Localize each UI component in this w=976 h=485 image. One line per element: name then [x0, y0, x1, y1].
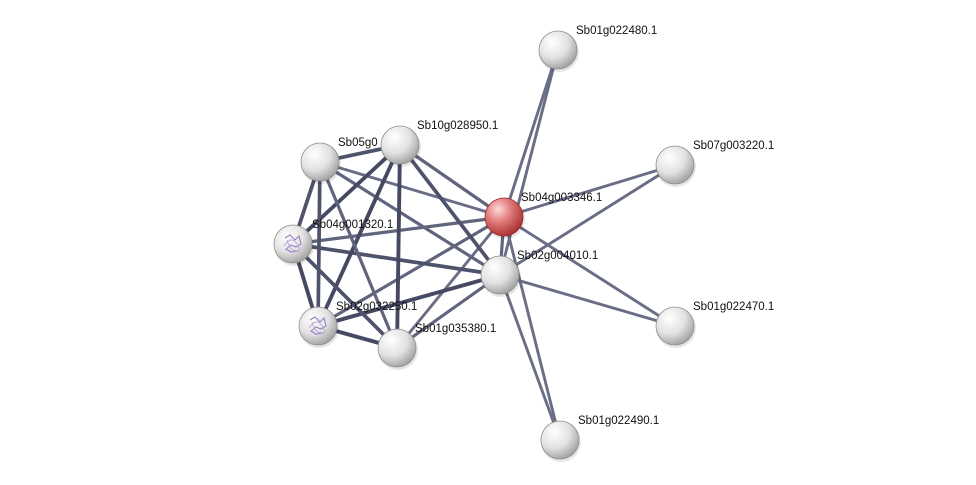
node-Sb05g0xxxxx.1[interactable]: Sb05g0: [300, 137, 378, 184]
edge-Sb05g0xxxxx.1-Sb01g035380.1[interactable]: [318, 160, 399, 350]
edge-Sb04g001320.1-Sb01g035380.1[interactable]: [291, 242, 399, 350]
node-sphere[interactable]: [540, 420, 580, 460]
protein-backbone: [284, 234, 302, 253]
edge-Sb04g003346.1-Sb01g022490.1[interactable]: [502, 215, 562, 442]
node-Sb02g004010.1[interactable]: Sb02g004010.1: [480, 250, 598, 297]
node-label: Sb01g022490.1: [578, 415, 659, 427]
protein-structure-icon: [308, 316, 327, 335]
node-sphere[interactable]: [377, 328, 417, 368]
node-Sb10g028950.1[interactable]: Sb10g028950.1: [380, 120, 498, 167]
node-label: Sb04g003346.1: [521, 192, 602, 204]
node-Sb02g032250.1[interactable]: Sb02g032250.1: [298, 301, 417, 348]
node-sphere[interactable]: [300, 142, 340, 182]
node-sphere[interactable]: [380, 125, 420, 165]
node-Sb01g022470.1[interactable]: Sb01g022470.1: [655, 301, 774, 348]
edge-Sb02g004010.1-Sb01g035380.1[interactable]: [395, 273, 502, 350]
edge-Sb02g004010.1-Sb02g032250.1[interactable]: [316, 273, 502, 328]
edge-Sb10g028950.1-Sb04g001320.1[interactable]: [291, 143, 402, 246]
edge-Sb04g003346.1-Sb07g003220.1[interactable]: [502, 163, 677, 219]
node-label: Sb01g035380.1: [415, 323, 496, 335]
node-Sb01g035380.1[interactable]: Sb01g035380.1: [377, 323, 496, 370]
node-sphere[interactable]: [655, 145, 695, 185]
node-Sb01g022490.1[interactable]: Sb01g022490.1: [540, 415, 659, 462]
edge-Sb10g028950.1-Sb02g032250.1[interactable]: [316, 143, 402, 328]
edge-Sb02g004010.1-Sb01g022490.1[interactable]: [498, 273, 562, 442]
node-sphere[interactable]: [273, 224, 313, 264]
protein-backbone: [309, 316, 327, 335]
node-label: Sb10g028950.1: [417, 120, 498, 132]
edge-Sb02g004010.1-Sb10g028950.1[interactable]: [398, 143, 502, 277]
node-sphere[interactable]: [298, 306, 338, 346]
edge-Sb04g003346.1-Sb10g028950.1[interactable]: [398, 143, 506, 219]
node-label: Sb02g032250.1: [336, 301, 417, 313]
query-node-sphere[interactable]: [484, 197, 524, 237]
node-Sb01g022480.1[interactable]: Sb01g022480.1: [538, 25, 657, 72]
protein-helix: [283, 239, 301, 252]
node-label: Sb02g004010.1: [517, 250, 598, 262]
protein-helix: [308, 321, 326, 334]
edge-Sb02g004010.1-Sb05g0xxxxx.1[interactable]: [318, 160, 502, 277]
edge-Sb04g003346.1-Sb01g035380.1[interactable]: [395, 215, 506, 350]
node-layer: Sb04g003346.1Sb01g022480.1Sb07g003220.1S…: [273, 25, 774, 462]
edge-Sb02g004010.1-Sb01g022480.1[interactable]: [498, 48, 560, 277]
node-label: Sb05g0: [338, 137, 378, 149]
node-sphere[interactable]: [538, 30, 578, 70]
node-sphere[interactable]: [480, 255, 520, 295]
edge-Sb04g003346.1-Sb01g022470.1[interactable]: [502, 215, 677, 328]
edge-Sb02g004010.1-Sb07g003220.1[interactable]: [498, 163, 677, 277]
edge-Sb10g028950.1-Sb01g035380.1[interactable]: [395, 143, 402, 350]
node-sphere[interactable]: [655, 306, 695, 346]
node-Sb04g003346.1[interactable]: Sb04g003346.1: [484, 192, 602, 239]
node-label: Sb04g001320.1: [312, 219, 393, 231]
node-label: Sb01g022470.1: [693, 301, 774, 313]
node-Sb07g003220.1[interactable]: Sb07g003220.1: [655, 140, 774, 187]
edge-Sb02g004010.1-Sb01g022470.1[interactable]: [498, 273, 677, 328]
node-label: Sb07g003220.1: [693, 140, 774, 152]
edge-Sb04g003346.1-Sb05g0xxxxx.1[interactable]: [318, 160, 506, 219]
edge-Sb05g0xxxxx.1-Sb02g032250.1[interactable]: [316, 160, 322, 328]
node-Sb04g001320.1[interactable]: Sb04g001320.1: [273, 219, 393, 266]
protein-structure-icon: [283, 234, 302, 253]
edge-Sb04g003346.1-Sb02g032250.1[interactable]: [316, 215, 506, 328]
edge-layer: [291, 48, 677, 442]
edge-Sb04g003346.1-Sb01g022480.1[interactable]: [502, 48, 560, 219]
node-label: Sb01g022480.1: [576, 25, 657, 37]
